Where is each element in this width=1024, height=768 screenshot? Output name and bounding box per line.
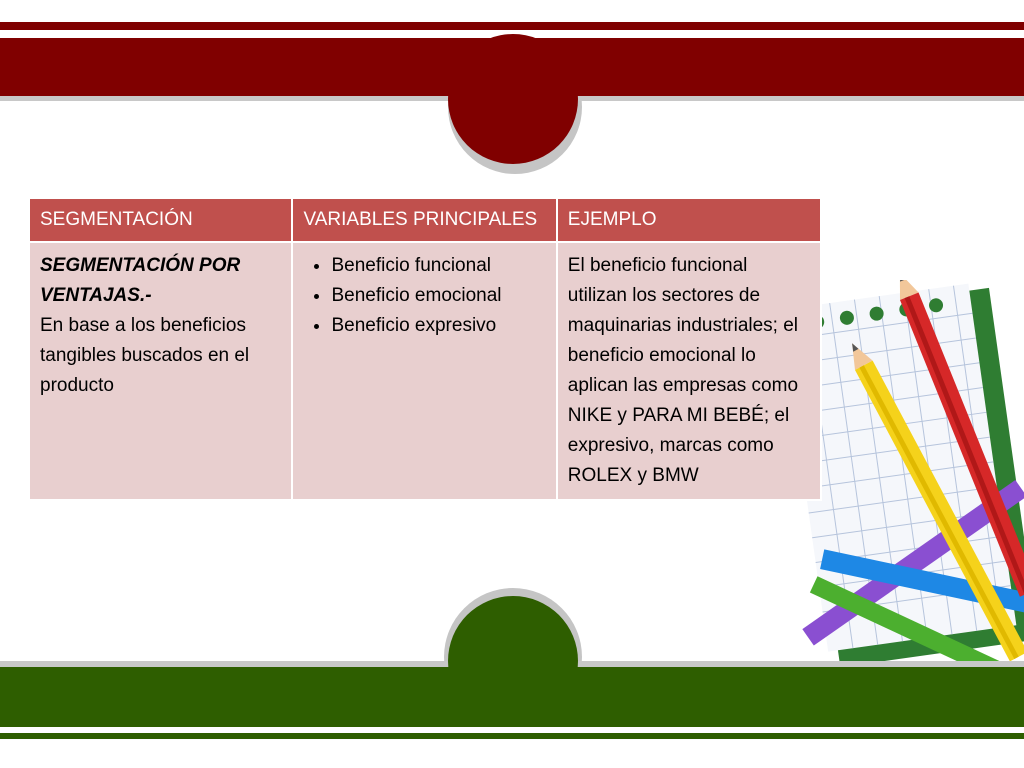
top-thin-stripe <box>0 22 1024 30</box>
list-item: Beneficio expresivo <box>331 311 545 341</box>
segment-description: En base a los beneficios tangibles busca… <box>40 315 250 396</box>
list-item: Beneficio emocional <box>331 281 545 311</box>
table-header-row: SEGMENTACIÓN VARIABLES PRINCIPALES EJEMP… <box>30 199 820 241</box>
segment-title: SEGMENTACIÓN POR VENTAJAS.- <box>40 255 241 306</box>
header-ejemplo: EJEMPLO <box>557 199 820 241</box>
list-item: Beneficio funcional <box>331 251 545 281</box>
variables-cell: Beneficio funcional Beneficio emocional … <box>293 243 556 499</box>
segmentation-table-wrapper: SEGMENTACIÓN VARIABLES PRINCIPALES EJEMP… <box>28 197 822 501</box>
header-segmentacion: SEGMENTACIÓN <box>30 199 292 241</box>
table-row: SEGMENTACIÓN POR VENTAJAS.- En base a lo… <box>30 243 820 499</box>
example-cell: El beneficio funcional utilizan los sect… <box>557 243 820 499</box>
segment-cell: SEGMENTACIÓN POR VENTAJAS.- En base a lo… <box>30 243 292 499</box>
bottom-thin-stripe <box>0 733 1024 739</box>
segmentation-table: SEGMENTACIÓN VARIABLES PRINCIPALES EJEMP… <box>28 197 822 501</box>
top-circle-decoration <box>448 34 578 164</box>
variables-list: Beneficio funcional Beneficio emocional … <box>303 251 545 341</box>
header-variables: VARIABLES PRINCIPALES <box>293 199 556 241</box>
bottom-banner <box>0 667 1024 727</box>
